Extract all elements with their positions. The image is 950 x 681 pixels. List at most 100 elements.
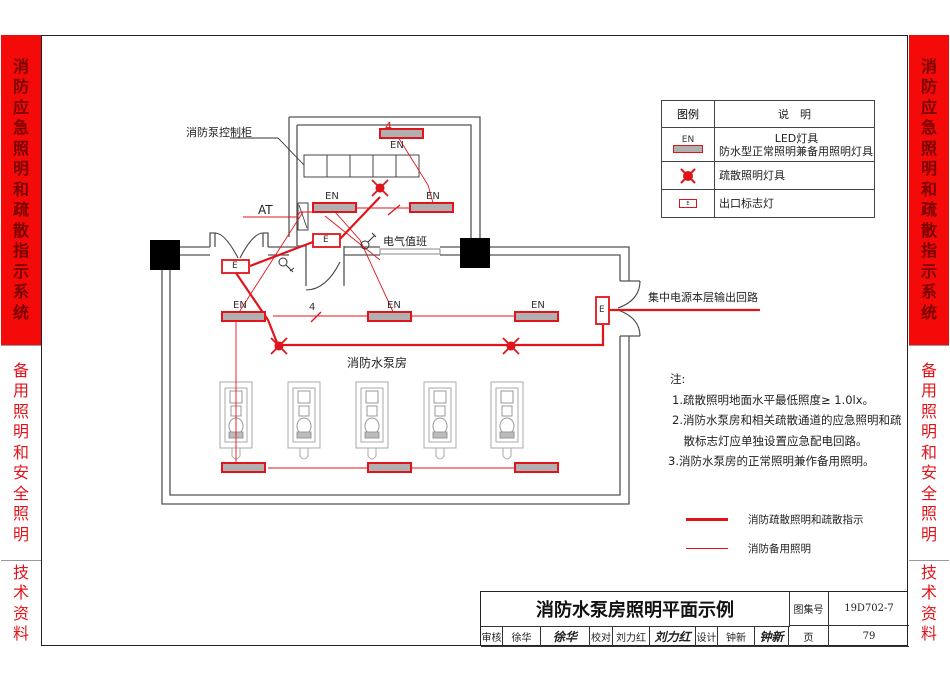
- tab-char: 用: [920, 381, 937, 401]
- tab-char: 和: [12, 179, 29, 199]
- pumps: [219, 381, 524, 460]
- legend-header-symbol: 图例: [662, 101, 715, 127]
- standby-lighting-wires: [235, 136, 515, 469]
- pump: [423, 381, 457, 460]
- atlas-no: 19D702-7: [829, 592, 909, 626]
- column-right: [460, 238, 490, 268]
- tab-char: 消: [920, 56, 937, 76]
- en-fixture: [379, 128, 424, 139]
- control-cabinet-label: 消防泵控制柜: [186, 126, 252, 139]
- tab-char: 和: [12, 442, 29, 462]
- tab-char: 资: [12, 603, 29, 623]
- led-fixture-symbol: EN: [662, 128, 715, 161]
- led-fixture-symbol-label: EN: [681, 135, 695, 145]
- evacuation-light-icon: [680, 167, 696, 184]
- window: [379, 248, 441, 255]
- tab-char: 用: [12, 381, 29, 401]
- legend-row-led: EN LED灯具 防水型正常照明兼备用照明灯具: [662, 128, 874, 162]
- title-block: 消防水泵房照明平面示例 图集号 19D702-7 审核 徐华 徐华 校对 刘力红…: [480, 591, 909, 647]
- check-label: 校对: [590, 626, 613, 647]
- switches: [278, 232, 377, 273]
- page-label: 页: [789, 626, 829, 647]
- tab-char: 照: [920, 138, 937, 158]
- drawing-frame: [41, 35, 908, 646]
- evacuation-light: [270, 337, 288, 355]
- column-left: [150, 240, 180, 270]
- note-item: 3.消防水泵房的正常照明兼作备用照明。: [668, 454, 875, 468]
- drawing-title: 消防水泵房照明平面示例: [481, 592, 790, 627]
- cabinet-leader: [230, 137, 305, 166]
- tab-char: 和: [920, 179, 937, 199]
- tab-char: 术: [12, 583, 29, 602]
- tab-char: 疏: [920, 200, 937, 220]
- exit-sign: [595, 296, 610, 325]
- designer-name: 钟新: [718, 626, 755, 647]
- legend-desc: 出口标志灯: [719, 197, 774, 210]
- tab-char: 应: [12, 97, 29, 117]
- at-label: AT: [258, 203, 273, 217]
- tab-char: 明: [920, 422, 937, 442]
- tab-char: 急: [12, 118, 29, 138]
- tab-char: 安: [12, 463, 29, 483]
- evacuation-wires: [235, 196, 760, 347]
- tab-char: 照: [12, 138, 29, 158]
- en-fixture: [367, 311, 412, 322]
- legend-desc: 疏散照明灯具: [719, 169, 785, 182]
- line-legend-thick: 消防疏散照明和疏散指示: [686, 512, 864, 527]
- tab-char: 防: [12, 77, 29, 97]
- tab-char: 明: [920, 524, 937, 544]
- tab-char: 技: [12, 562, 29, 582]
- tab-char: 散: [920, 220, 937, 240]
- en-fixture: [221, 462, 266, 473]
- line-legend-label: 消防疏散照明和疏散指示: [748, 514, 864, 526]
- tab-technical-data-right[interactable]: 技术资料: [909, 560, 949, 646]
- tab-standby-lighting-right[interactable]: 备用照明和安全照明: [909, 345, 949, 560]
- wire-count-label: 4: [309, 302, 316, 313]
- line-legend-label: 消防备用照明: [748, 543, 811, 555]
- feed-circuit-label: 集中电源本层输出回路: [648, 291, 758, 304]
- wire-count-label: 4: [385, 120, 392, 133]
- design-label: 设计: [696, 626, 718, 647]
- tab-char: 急: [920, 118, 937, 138]
- exit-sign-label: E: [232, 261, 238, 271]
- reviewer-name: 徐华: [503, 626, 541, 647]
- tab-char: 明: [12, 159, 29, 179]
- designer-signature: 钟新: [755, 626, 789, 647]
- pump: [355, 381, 389, 460]
- tab-char: 示: [12, 261, 29, 281]
- tab-char: 照: [12, 401, 29, 421]
- tab-emergency-lighting-right[interactable]: 消防应急照明和疏散指示系统: [909, 35, 949, 345]
- tab-char: 明: [920, 159, 937, 179]
- tab-char: 统: [12, 302, 29, 322]
- note-item: 2.消防水泵房和相关疏散通道的应急照明和疏: [672, 413, 902, 427]
- note-item: 散标志灯应单独设置应急配电回路。: [672, 433, 868, 448]
- thin-line-swatch: [686, 548, 728, 549]
- tab-technical-data[interactable]: 技术资料: [1, 560, 41, 646]
- control-cabinet: [303, 154, 420, 178]
- tab-standby-lighting[interactable]: 备用照明和安全照明: [1, 345, 41, 560]
- tab-char: 明: [12, 422, 29, 442]
- page-number: 79: [829, 626, 909, 647]
- tab-char: 安: [920, 463, 937, 483]
- tab-char: 术: [920, 583, 937, 602]
- exit-sign-label: E: [323, 235, 329, 245]
- exit-signs: [221, 233, 610, 325]
- tab-char: 指: [920, 241, 937, 261]
- tab-char: 统: [920, 302, 937, 322]
- note-item: 1.疏散照明地面水平最低照度≥ 1.0lx。: [672, 392, 875, 407]
- tab-char: 料: [920, 624, 937, 643]
- tab-emergency-lighting[interactable]: 消防应急照明和疏散指示系统: [1, 35, 41, 345]
- tab-char: 防: [920, 77, 937, 97]
- legend-desc: LED灯具: [774, 131, 819, 145]
- legend-table: 图例 说 明 EN LED灯具 防水型正常照明兼备用照明灯具 疏散照明灯具 E …: [661, 100, 875, 218]
- tab-char: 明: [12, 524, 29, 544]
- fixture-label: EN: [390, 140, 404, 151]
- fixture-label: EN: [233, 300, 247, 311]
- en-fixtures: [221, 128, 559, 473]
- evacuation-lights: [270, 179, 520, 355]
- tab-char: 系: [12, 282, 29, 302]
- tab-char: 照: [920, 401, 937, 421]
- switch-icon: [360, 240, 370, 250]
- fixture-label: EN: [531, 300, 545, 311]
